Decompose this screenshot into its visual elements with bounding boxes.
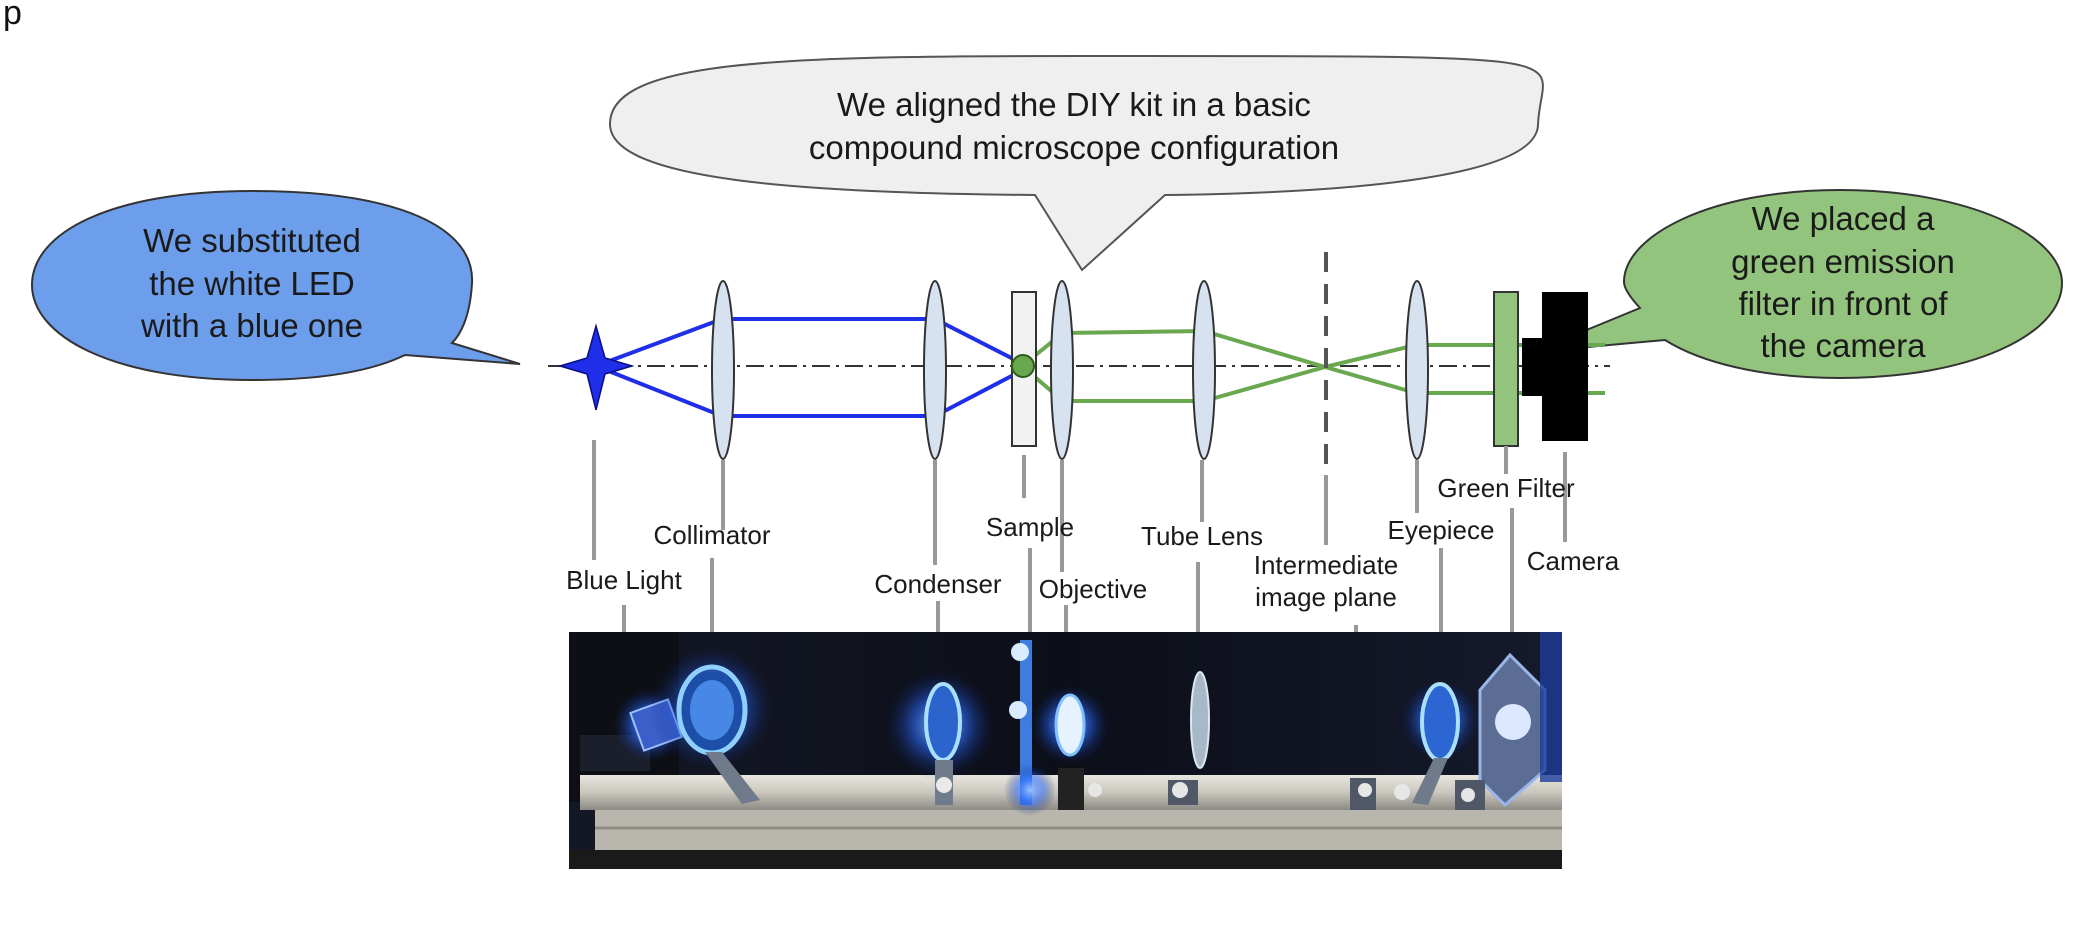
collimator-lens xyxy=(711,280,735,460)
intermediate-knob xyxy=(1358,783,1372,797)
objective-block xyxy=(1058,768,1084,810)
right-callout-bubble xyxy=(1532,188,2064,380)
condenser-knob xyxy=(936,777,952,793)
eyepiece-knob xyxy=(1394,784,1410,800)
left-callout-line-2: the white LED xyxy=(149,265,354,302)
left-callout: We substituted the white LED with a blue… xyxy=(30,189,521,382)
right-callout-line-3: filter in front of xyxy=(1738,285,1948,322)
tube-lens-knob xyxy=(1172,782,1188,798)
label-intermediate-line-2: image plane xyxy=(1255,582,1397,612)
label-sample: Sample xyxy=(986,512,1074,542)
objective-lens xyxy=(1050,280,1074,460)
camera-knob xyxy=(1461,788,1475,802)
label-objective: Objective xyxy=(1039,574,1147,604)
blue-ray-upper xyxy=(595,317,1024,368)
right-callout-line-4: the camera xyxy=(1760,327,1926,364)
collimator-post xyxy=(705,752,760,804)
label-blue-light: Blue Light xyxy=(566,565,682,595)
right-callout: We placed a green emission filter in fro… xyxy=(1532,188,2064,380)
label-condenser: Condenser xyxy=(874,569,1002,599)
left-callout-line-1: We substituted xyxy=(143,222,361,259)
green-filter xyxy=(1493,291,1519,447)
sample-stage-knob-top xyxy=(1011,643,1029,661)
sample-glow xyxy=(1004,764,1056,816)
blue-rays xyxy=(595,317,1024,418)
right-callout-line-1: We placed a xyxy=(1752,200,1935,237)
condenser-holder xyxy=(924,682,962,762)
objective-knob xyxy=(1088,783,1102,797)
stray-character: p xyxy=(3,0,22,32)
label-intermediate-line-1: Intermediate xyxy=(1254,550,1399,580)
eyepiece-post xyxy=(1412,758,1448,805)
blue-light-source-icon xyxy=(557,323,635,411)
tube-lens xyxy=(1192,280,1216,460)
blue-ray-lower xyxy=(595,364,1024,418)
top-callout-bubble xyxy=(608,55,1544,272)
left-callout-bubble xyxy=(30,189,521,382)
top-callout-line-1: We aligned the DIY kit in a basic xyxy=(837,86,1311,123)
camera-aperture xyxy=(1495,704,1531,740)
left-callout-line-3: with a blue one xyxy=(140,307,363,344)
label-eyepiece: Eyepiece xyxy=(1388,515,1495,545)
label-green-filter: Green Filter xyxy=(1437,473,1575,503)
optical-bench-photo xyxy=(569,632,1562,869)
top-callout-line-2: compound microscope configuration xyxy=(809,129,1339,166)
eyepiece-lens xyxy=(1405,280,1429,460)
right-callout-line-2: green emission xyxy=(1731,243,1955,280)
table-edge xyxy=(569,850,1562,869)
sample-point xyxy=(1011,354,1035,378)
condenser-lens xyxy=(923,280,947,460)
top-callout: We aligned the DIY kit in a basic compou… xyxy=(608,55,1544,272)
sample-stage-bar xyxy=(1020,640,1032,805)
eyepiece-holder xyxy=(1420,682,1460,762)
sample-stage-knob-mid xyxy=(1009,701,1027,719)
label-camera: Camera xyxy=(1527,546,1620,576)
collimator-glass xyxy=(690,680,734,740)
objective-holder xyxy=(1054,693,1086,757)
tube-lens-holder xyxy=(1190,671,1210,769)
camera-body-icon xyxy=(1522,292,1588,441)
label-tube-lens: Tube Lens xyxy=(1141,521,1263,551)
rail-side xyxy=(595,810,1562,850)
camera-edge-glow xyxy=(1540,632,1562,782)
label-collimator: Collimator xyxy=(653,520,770,550)
